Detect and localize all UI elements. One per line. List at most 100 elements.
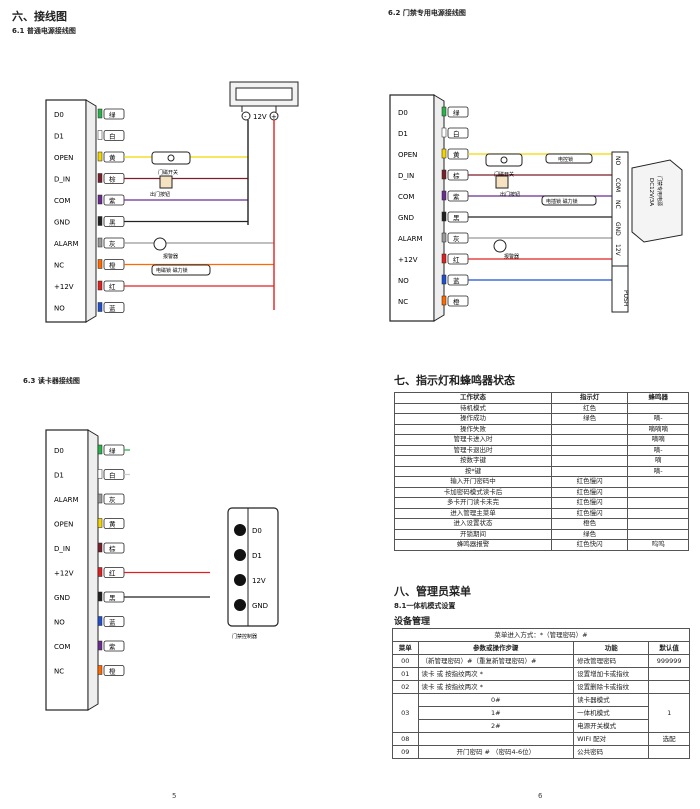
d63-terminal-3: OPEN	[54, 521, 73, 529]
status-row: 管理卡退出时嘀-	[394, 444, 689, 456]
d62-wire-tip-1	[441, 127, 447, 138]
electric-lock: 电控锁	[545, 153, 593, 164]
d62-terminal-8: NO	[398, 277, 409, 285]
d63-wire-label-1: 白	[109, 471, 116, 480]
status-row: 输入开门密码中红色慢闪	[394, 476, 689, 488]
d63-wire-label-2: 灰	[109, 495, 116, 504]
reader-label: 门禁控制器	[232, 633, 257, 640]
door-sensor: 门磁开关	[151, 151, 191, 176]
svg-text:门磁开关: 门磁开关	[494, 171, 514, 178]
d61-terminal-7: NC	[54, 262, 64, 270]
reader-terminal-dot-2	[234, 574, 246, 586]
d63-wire-tip-6	[97, 591, 103, 602]
status-table: 工作状态指示灯蜂鸣器待机模式红色操作成功绿色嘀-操作失败嘀嘀嘀管理卡进入时嘀嘀管…	[394, 392, 689, 551]
d63-terminal-8: COM	[54, 643, 70, 651]
psu-terminal-0: NO	[614, 156, 621, 165]
d63-wire-tip-7	[97, 616, 103, 626]
status-row: 操作成功绿色嘀-	[394, 413, 689, 425]
push-label: PUSH	[622, 290, 629, 306]
status-row: 管理卡进入时嘀嘀	[394, 434, 689, 446]
d61-wire-tip-3	[97, 173, 103, 183]
d61-wire-tip-4	[97, 194, 103, 205]
svg-text:DC12V/3A: DC12V/3A	[648, 178, 654, 206]
d61-wire-label-7: 橙	[109, 261, 116, 270]
psu-terminal-3: GND	[614, 222, 621, 236]
d62-terminal-6: ALARM	[398, 235, 423, 243]
d63-wire-tip-4	[97, 542, 103, 553]
reader-terminal-0: D0	[252, 527, 262, 535]
d61-wire-label-8: 红	[109, 282, 116, 291]
reader-terminal-1: D1	[252, 552, 262, 560]
reader-terminal-dot-1	[234, 549, 246, 561]
d62-wire-tip-6	[441, 232, 447, 243]
device-management-title: 设备管理	[394, 617, 431, 627]
status-row: 进入管理主菜单红色慢闪	[394, 507, 689, 519]
status-row: 蜂鸣器报警红色快闪呜呜	[394, 539, 689, 551]
d61-wire-label-9: 蓝	[109, 304, 116, 313]
d63-wire-label-8: 紫	[109, 643, 116, 651]
d61-terminal-1: D1	[54, 133, 64, 141]
section-8-1-title: 8.1一体机模式设置	[394, 602, 456, 610]
d61-terminal-4: COM	[54, 197, 70, 205]
d63-wire-tip-0	[97, 444, 103, 455]
section-6-2-title: 6.2 门禁专用电源接线图	[388, 9, 466, 17]
d62-wire-label-4: 紫	[453, 193, 460, 201]
reader-terminal-3: GND	[252, 602, 268, 610]
d62-wire-label-0: 绿	[453, 108, 460, 117]
d63-wire-label-9: 橙	[109, 667, 116, 676]
d61-terminal-9: NO	[54, 305, 65, 313]
d62-wire-label-6: 灰	[453, 234, 460, 243]
svg-text:报警器: 报警器	[163, 253, 178, 260]
d62-wire-tip-2	[441, 148, 447, 159]
d62-wire-tip-7	[441, 253, 447, 264]
d61-wire-label-0: 绿	[109, 110, 116, 119]
d63-terminal-4: D_IN	[54, 545, 70, 553]
d63-wire-label-4: 棕	[109, 544, 116, 553]
svg-text:出门按钮: 出门按钮	[500, 191, 520, 198]
section-6-1-title: 6.1 普通电源接线图	[12, 27, 76, 35]
d61-wire-tip-0	[97, 108, 103, 119]
svg-text:电控锁: 电控锁	[558, 156, 573, 163]
d62-wire-label-8: 蓝	[453, 276, 460, 285]
door-sensor-2: 门磁开关	[485, 153, 523, 178]
status-row: 进入设置状态橙色	[394, 518, 689, 530]
d63-terminal-9: NC	[54, 668, 64, 676]
d61-wire-tip-9	[97, 302, 103, 312]
d62-terminal-2: OPEN	[398, 151, 417, 159]
admin-menu-table: 菜单进入方式：*（管理密码）# 菜单参数或操作步骤 功能默认值 00（新管理密码…	[392, 628, 690, 759]
d61-wire-tip-5	[97, 216, 103, 226]
d63-terminal-2: ALARM	[54, 496, 79, 504]
d62-terminal-5: GND	[398, 214, 414, 222]
alarm-horn: 报警器	[153, 237, 178, 260]
d62-wire-label-5: 黑	[453, 214, 460, 222]
d62-terminal-4: COM	[398, 193, 414, 201]
d61-terminal-5: GND	[54, 219, 70, 227]
d62-wire-tip-5	[441, 211, 447, 222]
d63-wire-label-7: 蓝	[109, 618, 116, 627]
controller-body	[45, 99, 87, 323]
status-row: 按数字键嘀	[394, 455, 689, 467]
psu-terminal-4: 12V	[614, 244, 621, 257]
alarm-horn-2: 报警器	[493, 239, 519, 260]
d63-terminal-0: D0	[54, 447, 64, 455]
d61-terminal-8: +12V	[54, 283, 74, 291]
d63-terminal-5: +12V	[54, 570, 74, 578]
d61-wire-tip-8	[97, 280, 103, 291]
svg-text:门磁开关: 门磁开关	[158, 169, 178, 176]
reader-terminal-dot-0	[234, 524, 246, 536]
psu-box: - + 12V	[229, 81, 299, 121]
d61-terminal-0: D0	[54, 111, 64, 119]
d61-terminal-2: OPEN	[54, 154, 73, 162]
svg-text:出门按钮: 出门按钮	[150, 191, 170, 198]
reader-terminal-dot-3	[234, 599, 246, 611]
d63-wire-tip-2	[97, 493, 103, 504]
d62-wire-tip-3	[441, 169, 447, 180]
d63-wire-label-0: 绿	[109, 446, 116, 455]
